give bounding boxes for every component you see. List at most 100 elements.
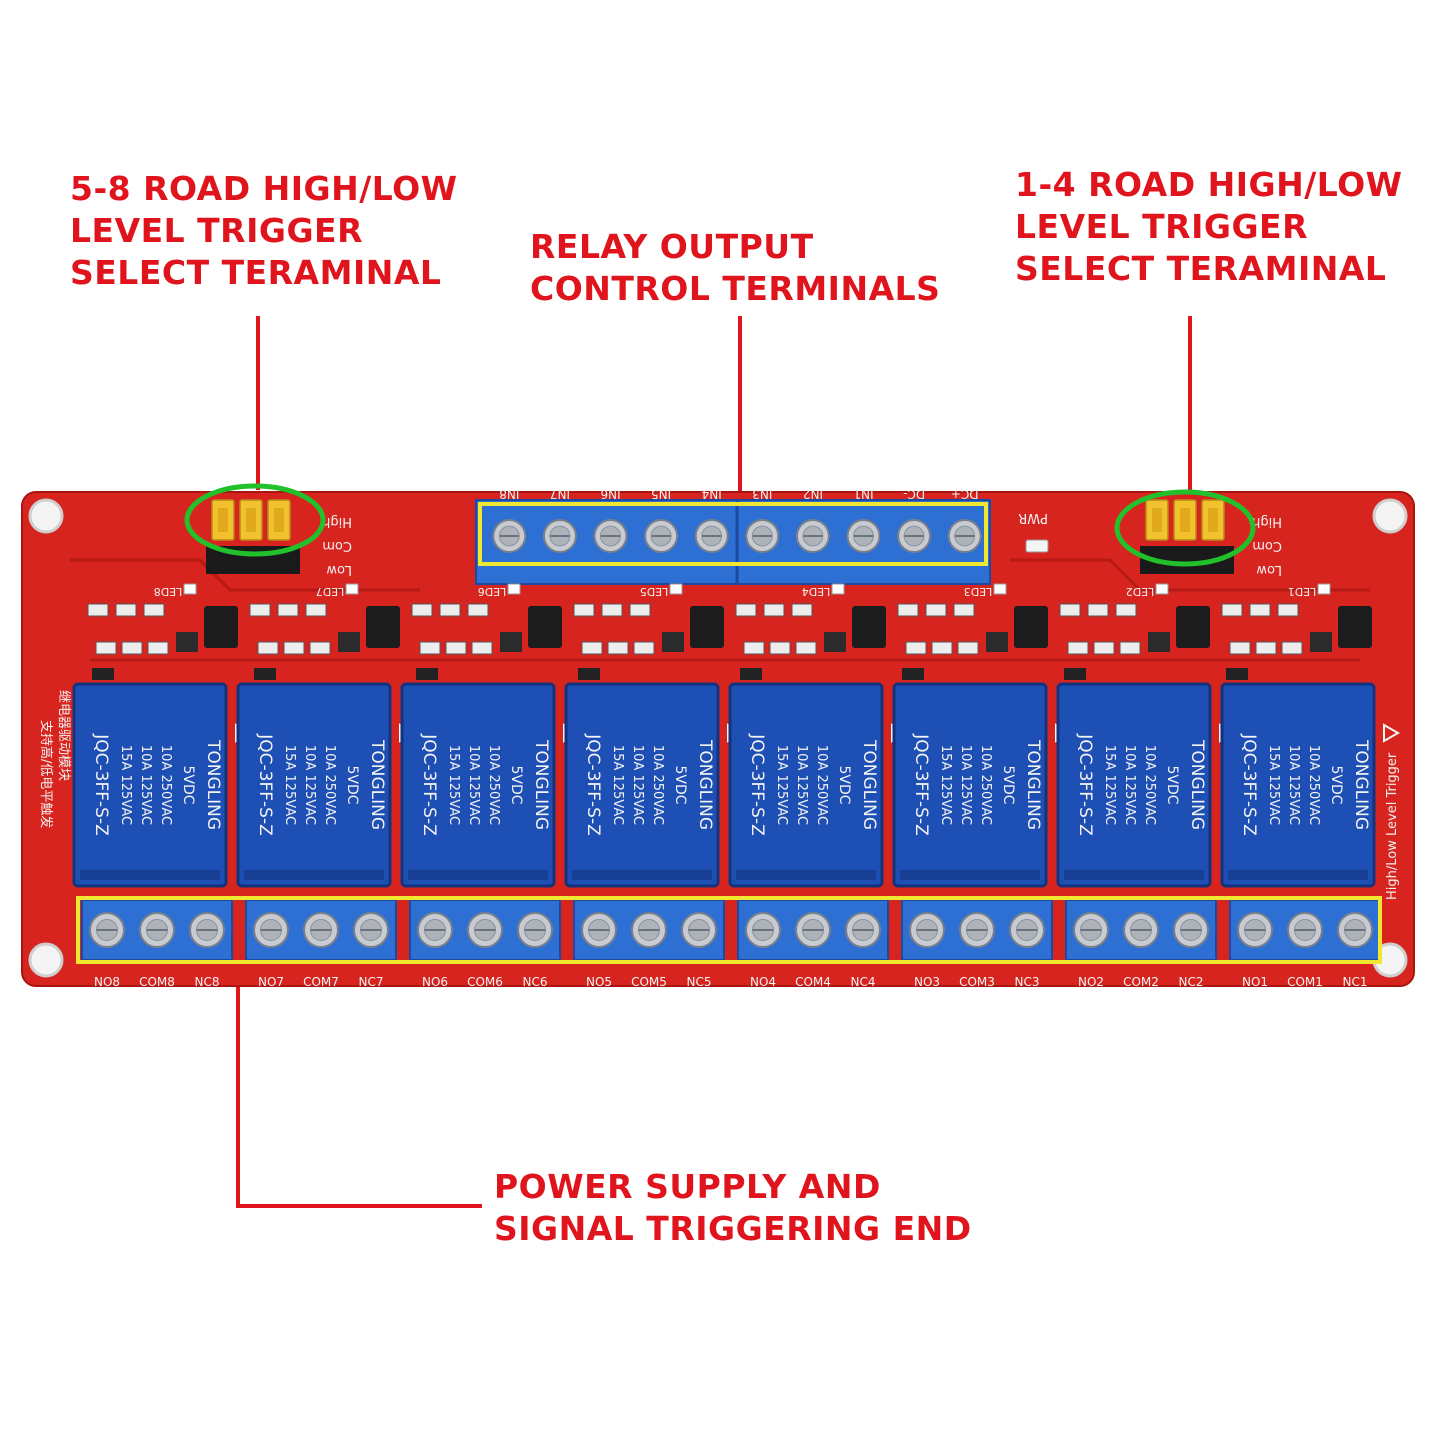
led-label: LED2: [1126, 585, 1155, 598]
output-label: NO1: [1242, 975, 1268, 989]
output-label: COM8: [139, 975, 175, 989]
screw-terminal: [1287, 912, 1323, 948]
side-text-left-2: 支持高/低电平触发: [38, 720, 54, 828]
screw-terminal: [631, 912, 667, 948]
status-led: [669, 583, 683, 595]
smd-resistor: [309, 641, 331, 655]
jumper-header-5-8: [206, 499, 300, 574]
callout-line: LEVEL TRIGGER: [1015, 207, 1308, 246]
output-label: COM5: [631, 975, 667, 989]
status-led: [507, 583, 521, 595]
relay-text-line: JQC-3FF-S-Z: [1075, 733, 1095, 835]
relay-text-line: 15A 125VAC: [446, 745, 461, 825]
callout-line: POWER SUPPLY AND: [494, 1167, 881, 1206]
transistor: [500, 632, 522, 652]
callout-line: LEVEL TRIGGER: [70, 211, 363, 250]
relay-text-line: 10A 125VAC: [466, 745, 481, 825]
smd-resistor: [1119, 641, 1141, 655]
screw-terminal: [795, 912, 831, 948]
smd-resistor: [143, 603, 165, 617]
transistor: [176, 632, 198, 652]
relay-text-line: 10A 125VAC: [1286, 745, 1301, 825]
led-label: LED4: [802, 585, 831, 598]
relay-text-line: 5VDC: [1000, 765, 1016, 804]
screw-terminal: [644, 519, 679, 553]
smd-resistor: [467, 603, 489, 617]
relay-text-line: 10A 125VAC: [302, 745, 317, 825]
smd-resistor: [1221, 603, 1243, 617]
relay-text-line: 10A 250VAC: [322, 745, 337, 825]
transistor: [662, 632, 684, 652]
smd-resistor: [905, 641, 927, 655]
smd-resistor: [471, 641, 493, 655]
output-label: NO7: [258, 975, 284, 989]
transistor: [1310, 632, 1332, 652]
optocoupler: [690, 606, 724, 648]
transistor: [986, 632, 1008, 652]
relay-text-line: 10A 125VAC: [794, 745, 809, 825]
output-label: NO3: [914, 975, 940, 989]
smd-resistor: [283, 641, 305, 655]
relay-text-line: JQC-3FF-S-Z: [1239, 733, 1259, 835]
jumper-label-high: High: [322, 514, 352, 529]
callout-1-4-select: 1-4 ROAD HIGH/LOW LEVEL TRIGGER SELECT T…: [1015, 164, 1403, 290]
output-label: NC6: [523, 975, 548, 989]
smd-resistor: [1281, 641, 1303, 655]
relay-text-line: 10A 250VAC: [650, 745, 665, 825]
screw-terminal: [139, 912, 175, 948]
relay-base: [736, 870, 876, 880]
relay-text-line: JQC-3FF-S-Z: [911, 733, 931, 835]
status-led: [831, 583, 845, 595]
transistor: [1148, 632, 1170, 652]
smd-resistor: [1067, 641, 1089, 655]
smd-diode: [1226, 668, 1248, 680]
screw-terminal: [1073, 912, 1109, 948]
relay-text-line: TONGLING: [1187, 739, 1207, 830]
output-label: NO8: [94, 975, 120, 989]
callout-line: SIGNAL TRIGGERING END: [494, 1209, 972, 1248]
output-label: COM4: [795, 975, 831, 989]
relay-text-line: JQC-3FF-S-Z: [583, 733, 603, 835]
screw-terminal: [745, 912, 781, 948]
input-label: IN4: [702, 487, 722, 501]
input-label: IN8: [499, 487, 519, 501]
side-text-right: High/Low Level Trigger: [1385, 752, 1400, 900]
output-label: NO2: [1078, 975, 1104, 989]
smd-diode: [254, 668, 276, 680]
relay-body: [564, 682, 720, 888]
output-label: COM1: [1287, 975, 1323, 989]
jumper-label-com: Com: [322, 538, 352, 553]
jumper-cap-slot: [246, 508, 256, 532]
smd-resistor: [763, 603, 785, 617]
screw-terminal: [593, 519, 628, 553]
relay-text-line: 15A 125VAC: [118, 745, 133, 825]
relay-text-line: TONGLING: [1351, 739, 1371, 830]
transistor: [824, 632, 846, 652]
callout-line: SELECT TERAMINAL: [70, 253, 442, 292]
screw-terminal: [1009, 912, 1045, 948]
smd-resistor: [305, 603, 327, 617]
output-label: NO5: [586, 975, 612, 989]
smd-resistor: [581, 641, 603, 655]
jumper-labels-right: High Com Low: [1252, 514, 1282, 577]
relay-body: [236, 682, 392, 888]
screw-terminal: [253, 912, 289, 948]
smd-diode: [416, 668, 438, 680]
smd-resistor: [439, 603, 461, 617]
relay-text-line: 15A 125VAC: [1102, 745, 1117, 825]
smd-resistor: [795, 641, 817, 655]
screw-terminal: [909, 912, 945, 948]
smd-resistor: [95, 641, 117, 655]
led-label: LED5: [640, 585, 669, 598]
relay-text-line: TONGLING: [367, 739, 387, 830]
output-label: NC7: [359, 975, 384, 989]
smd-resistor: [633, 641, 655, 655]
led-label: LED7: [316, 585, 345, 598]
smd-resistor: [791, 603, 813, 617]
